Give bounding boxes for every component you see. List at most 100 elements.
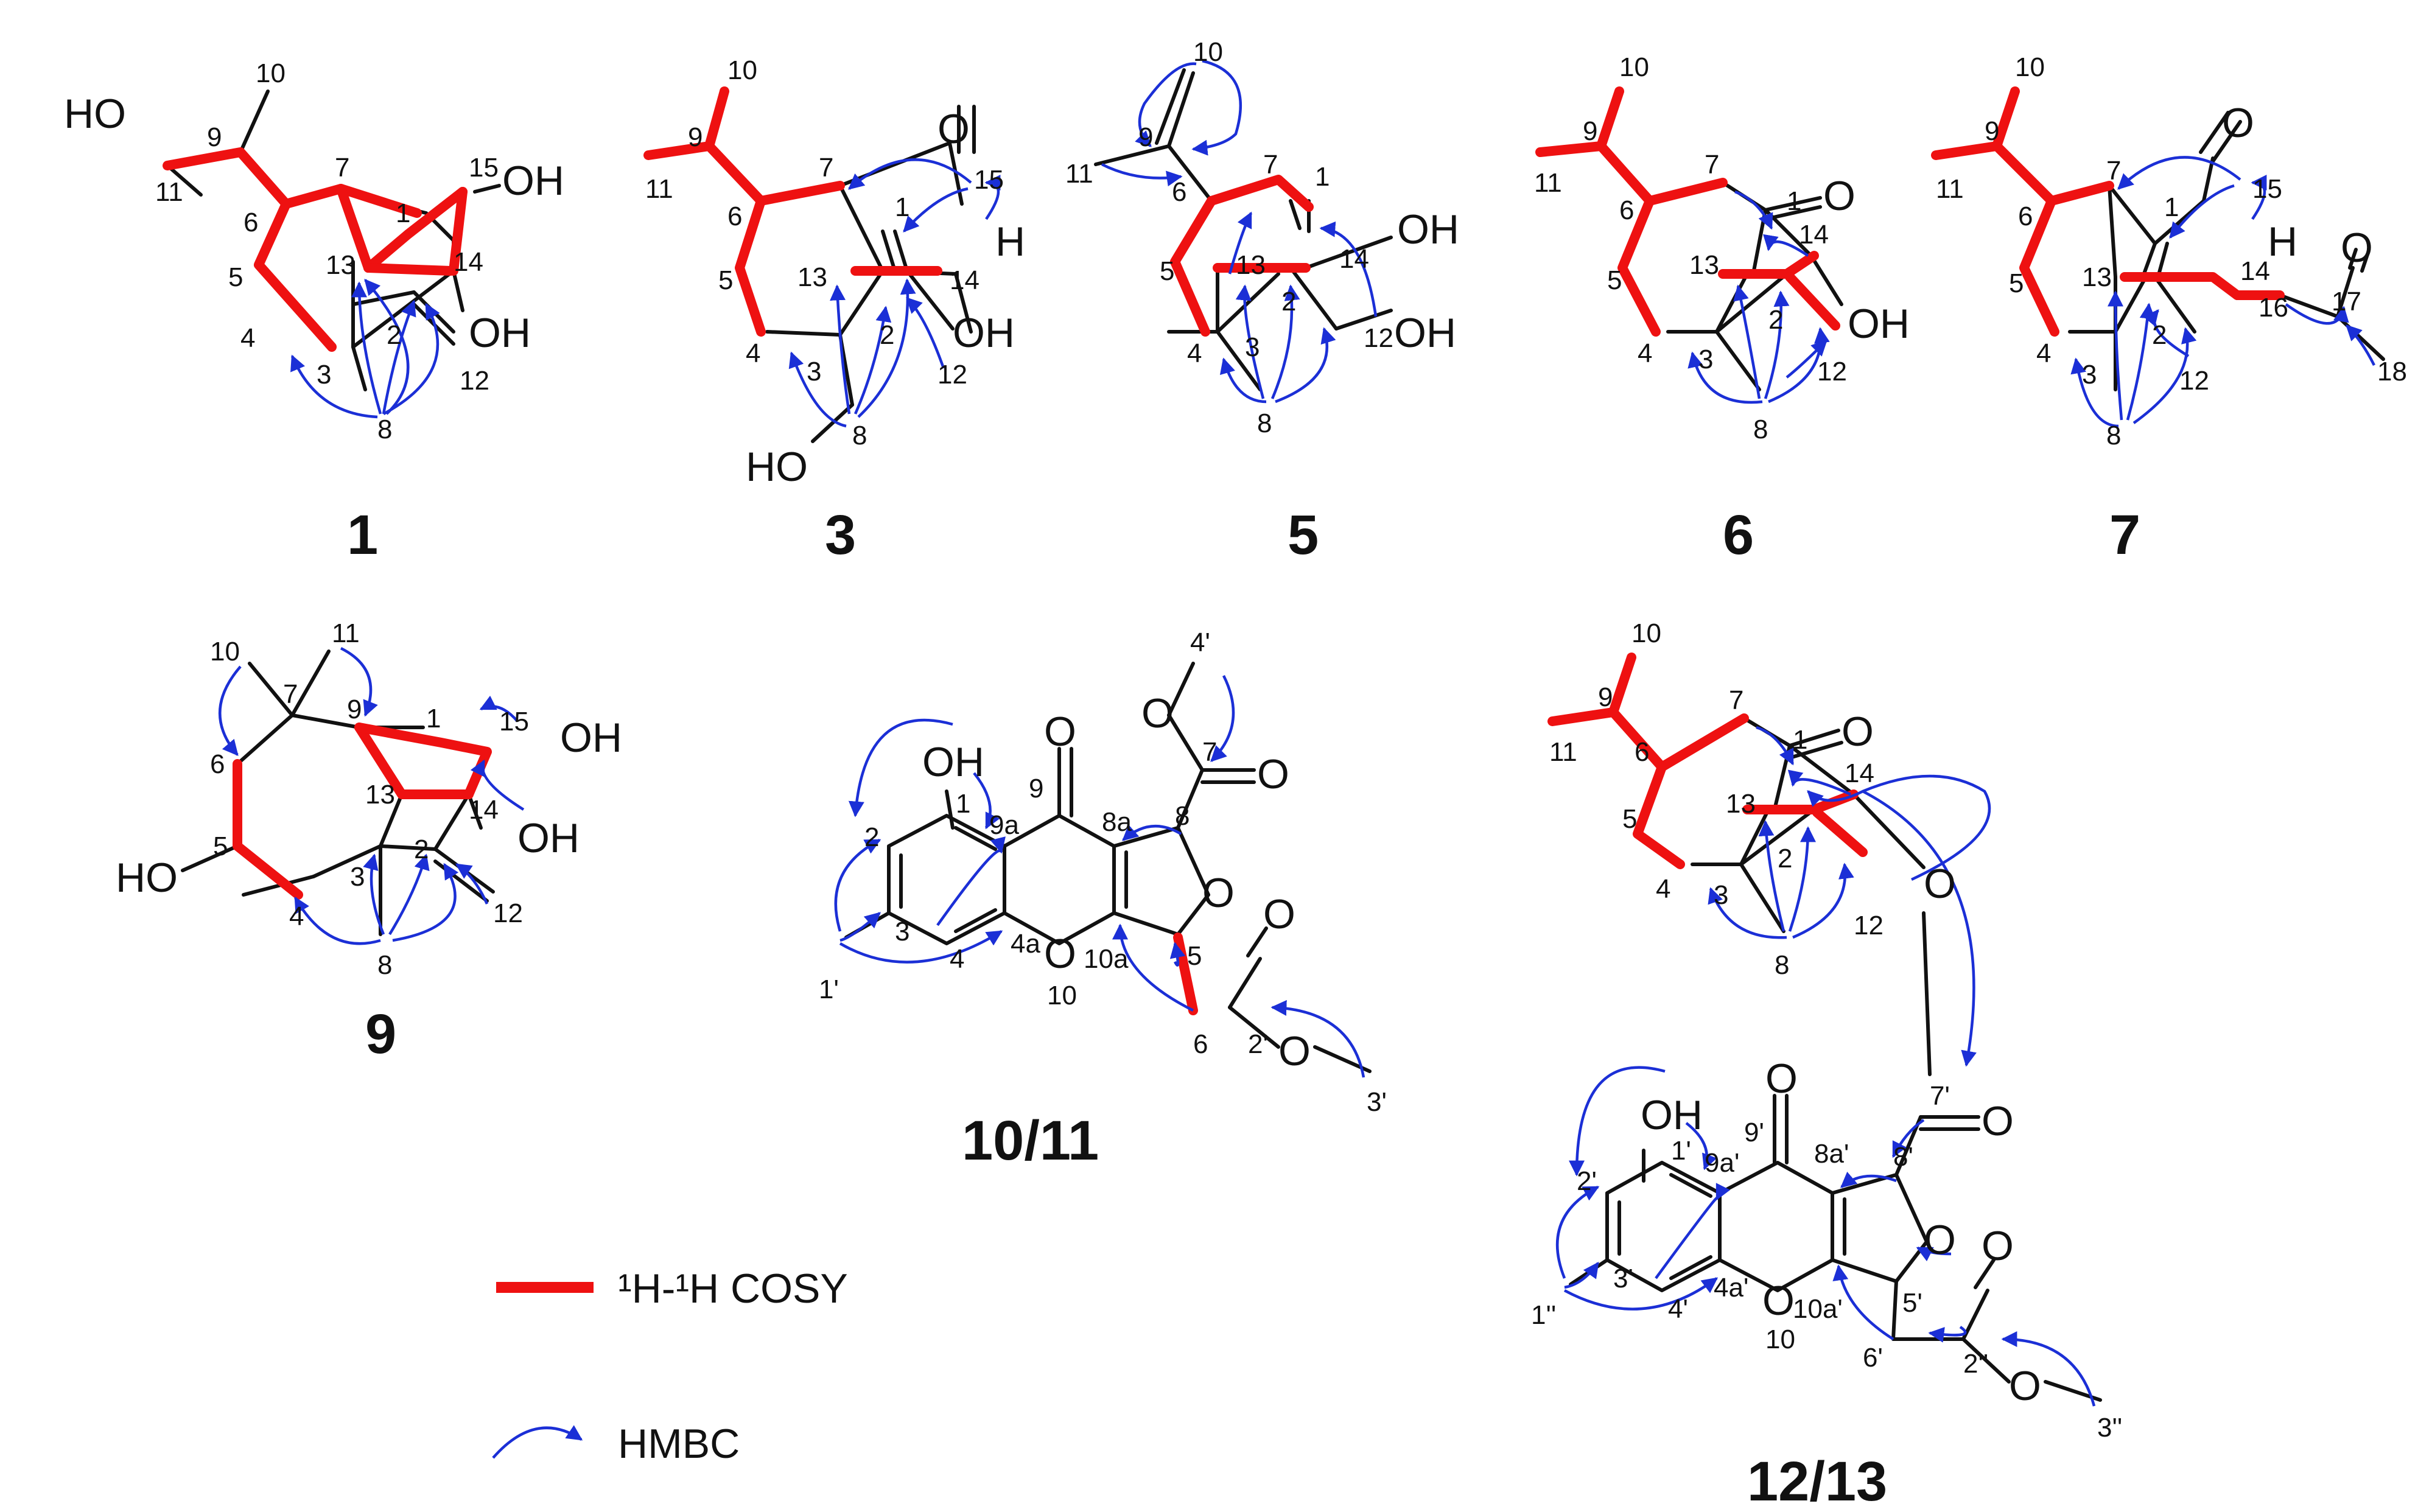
compound-6-number: 1 — [1787, 186, 1801, 216]
compound-3-number: 7 — [819, 153, 833, 183]
compound-10-11-number: 10 — [1047, 981, 1077, 1010]
compound-7-number: 6 — [2018, 201, 2033, 231]
legend-hmbc-swatch — [492, 1425, 583, 1459]
compound-5-atom: OH — [1397, 206, 1459, 253]
compound-3-number: 10 — [727, 55, 757, 85]
compound-10-11-number: 10a — [1084, 944, 1129, 974]
compound-5-number: 4 — [1187, 338, 1202, 368]
compound-12-13-number: 12 — [1854, 911, 1884, 940]
compound-12-13-number: 1' — [1671, 1136, 1691, 1166]
compound-10-11-atom: O — [1141, 690, 1174, 737]
compound-12-13-number: 8' — [1893, 1142, 1913, 1172]
compound-10-11-atom: OH — [922, 739, 984, 785]
compound-10-11-number: 4a — [1011, 929, 1040, 959]
compound-12-13-number: 2' — [1577, 1166, 1597, 1196]
compound-3-number: 9 — [688, 122, 703, 152]
compound-1-atom: HO — [64, 91, 126, 137]
compound-10-11-number: 2 — [864, 822, 879, 852]
compound-9-number: 6 — [210, 749, 225, 779]
compound-7-hmbc — [2070, 156, 2376, 428]
compound-3-number: 15 — [974, 165, 1004, 195]
compound-12-13-number: 1 — [1793, 725, 1807, 755]
compound-1-number: 8 — [377, 415, 392, 444]
compound-3-number: 12 — [937, 360, 967, 390]
compound-12-13-structure: O O OH O O O O O O 1 2 3 4 5 6 7 8 9 10 … — [1531, 618, 2122, 1512]
compound-12-13-number: 8 — [1775, 950, 1789, 980]
compound-1-id: 1 — [347, 504, 378, 566]
compound-12-13-number: 3 — [1714, 880, 1728, 910]
legend: ¹H-¹H COSY HMBC — [492, 1265, 848, 1467]
compound-12-13-number: 5' — [1902, 1288, 1922, 1318]
compound-7-id: 7 — [2109, 504, 2140, 566]
compound-12-13-labels: O O OH O O O O O O 1 2 3 4 5 6 7 8 9 10 … — [1531, 618, 2122, 1443]
compound-3-atom: HO — [746, 444, 808, 490]
compound-12-13-atom: O — [1924, 861, 1956, 907]
compound-6-atom: OH — [1848, 301, 1910, 347]
compound-12-13-number: 4a' — [1714, 1273, 1748, 1303]
compound-12-13-atom: O — [1924, 1217, 1956, 1263]
compound-10-11-number: 3 — [895, 917, 909, 947]
compound-7-number: 1 — [2164, 192, 2179, 222]
compound-5-number: 8 — [1257, 408, 1272, 438]
compound-1-number: 15 — [469, 153, 499, 183]
compound-9-number: 14 — [469, 795, 499, 825]
compound-5-number: 9 — [1138, 122, 1153, 152]
compound-7-number: 16 — [2259, 293, 2288, 323]
compound-9-atom: OH — [517, 815, 580, 861]
compound-12-13-number: 11 — [1549, 737, 1577, 767]
compound-1-cosy — [163, 147, 468, 352]
compound-6-number: 7 — [1705, 150, 1719, 180]
compound-5-number: 10 — [1193, 37, 1223, 67]
compound-5-number: 13 — [1236, 250, 1266, 280]
compound-12-13-number: 9 — [1598, 682, 1613, 712]
compound-12-13-atom: O — [1765, 1055, 1798, 1102]
compound-1-number: 9 — [207, 122, 222, 152]
compound-7-number: 18 — [2377, 357, 2407, 387]
compound-9-number: 10 — [210, 637, 240, 667]
compound-10-11-number: 2' — [1248, 1029, 1268, 1059]
compound-7-number: 5 — [2009, 268, 2024, 298]
compound-3-number: 13 — [797, 262, 827, 292]
compound-12-13-number: 6' — [1863, 1343, 1883, 1373]
compound-3-structure: O H OH HO 1 2 3 4 5 6 7 8 9 10 11 12 13 … — [643, 55, 1025, 566]
compound-1-number: 12 — [460, 366, 489, 396]
compound-3-number: 11 — [645, 174, 673, 204]
compound-10-11-number: 8a — [1102, 807, 1132, 837]
compound-5-atom: OH — [1394, 310, 1456, 356]
compound-7-number: 10 — [2015, 52, 2045, 82]
compound-5-number: 14 — [1339, 244, 1369, 274]
compound-9-number: 11 — [332, 618, 360, 648]
compound-6-number: 3 — [1698, 345, 1713, 374]
compound-12-13-atom: O — [1982, 1098, 2014, 1144]
compound-10-11-number: 7 — [1202, 737, 1217, 767]
compound-5-number: 11 — [1065, 159, 1093, 189]
compound-3-atom: O — [937, 106, 970, 152]
compound-12-13-number: 10 — [1631, 618, 1661, 648]
compound-9-hmbc — [219, 646, 525, 945]
compound-6-number: 8 — [1753, 415, 1768, 444]
compound-9-atom: OH — [560, 715, 622, 761]
compound-9-number: 12 — [493, 898, 523, 928]
compound-3-number: 2 — [880, 320, 894, 350]
compound-10-11-atom: O — [1257, 751, 1289, 797]
compound-1-number: 5 — [228, 262, 243, 292]
compound-12-13-atom: O — [1762, 1278, 1795, 1324]
compound-10-11-atom: O — [1263, 891, 1295, 937]
compound-9-id: 9 — [365, 1003, 396, 1065]
compound-6-number: 11 — [1534, 168, 1562, 198]
compound-10-11-number: 8 — [1175, 801, 1190, 831]
compound-3-number: 1 — [895, 192, 909, 222]
compound-6-number: 5 — [1607, 265, 1622, 295]
compound-10-11-number: 6 — [1193, 1029, 1208, 1059]
compound-5-labels: OH OH 1 2 3 4 5 6 7 8 9 10 11 12 13 14 — [1065, 37, 1459, 438]
compound-6-number: 2 — [1768, 305, 1783, 335]
compound-12-13-number: 2'' — [1963, 1349, 1988, 1379]
compound-9-number: 3 — [350, 862, 365, 892]
compound-5-number: 6 — [1172, 177, 1186, 207]
compound-3-number: 4 — [746, 338, 760, 368]
compound-1-number: 11 — [155, 177, 183, 207]
compound-3-number: 8 — [852, 421, 867, 450]
compound-5-number: 12 — [1364, 323, 1393, 353]
compound-10-11-atom: O — [1202, 870, 1235, 916]
